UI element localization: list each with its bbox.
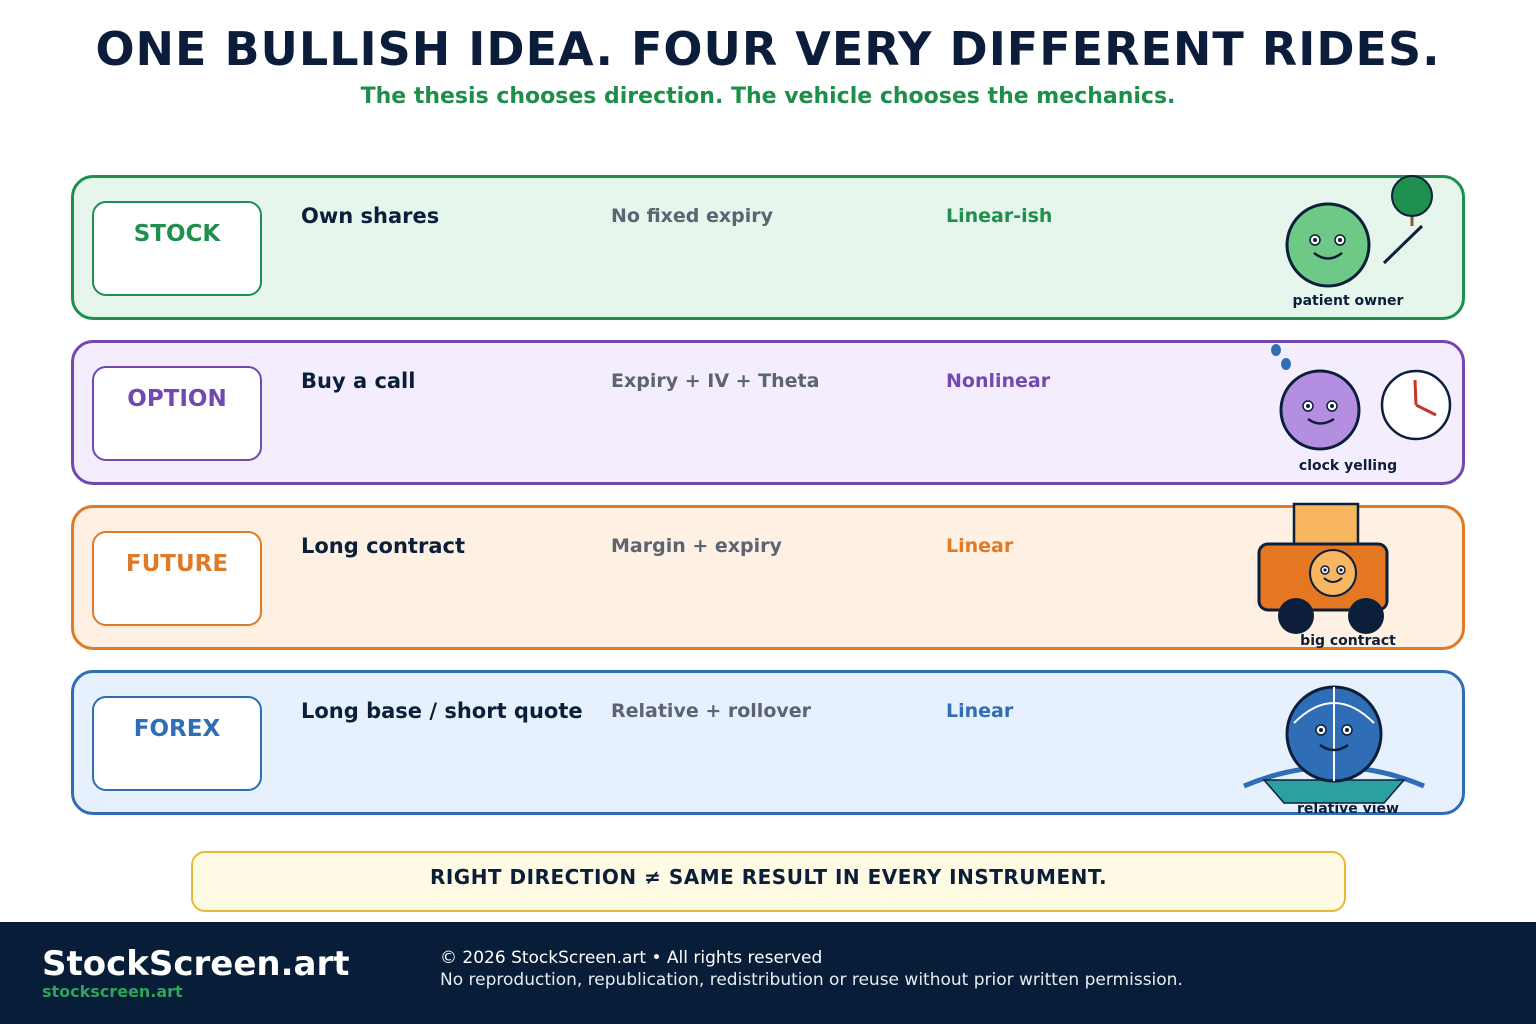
illustration-caption: clock yelling: [1298, 458, 1398, 474]
brand-logo-text: StockScreen.art: [42, 944, 350, 984]
instrument-row-stock: STOCK Own shares No fixed expiry Linear-…: [71, 175, 1465, 320]
payoff-text: Linear-ish: [946, 205, 1053, 227]
tree-icon: [1391, 175, 1433, 217]
patient-owner-illustration: [1285, 175, 1433, 288]
footer: StockScreen.art stockscreen.art © 2026 S…: [0, 922, 1536, 1024]
instrument-badge-option: OPTION: [92, 366, 262, 461]
clock-yelling-illustration: [1271, 344, 1452, 451]
payoff-text: Nonlinear: [946, 370, 1051, 392]
smiley-face-icon: [1279, 369, 1361, 451]
smiley-face-icon: [1309, 549, 1357, 597]
instrument-badge-stock: STOCK: [92, 201, 262, 296]
action-text: Long base / short quote: [301, 699, 583, 723]
payoff-text: Linear: [946, 700, 1014, 722]
brand-url: stockscreen.art: [42, 982, 183, 1001]
wheel-icon: [1348, 598, 1384, 634]
takeaway-callout: RIGHT DIRECTION ≠ SAME RESULT IN EVERY I…: [191, 851, 1346, 912]
page-title: ONE BULLISH IDEA. FOUR VERY DIFFERENT RI…: [95, 22, 1441, 76]
reuse-notice-text: No reproduction, republication, redistri…: [440, 970, 1183, 990]
sweat-drop-icon: [1281, 358, 1291, 370]
time-factor-text: Relative + rollover: [611, 700, 812, 722]
time-factor-text: Margin + expiry: [611, 535, 782, 557]
page-subtitle: The thesis chooses direction. The vehicl…: [360, 84, 1176, 109]
fishing-rod-icon: [1382, 224, 1424, 265]
action-text: Long contract: [301, 534, 465, 558]
instrument-row-forex: FOREX Long base / short quote Relative +…: [71, 670, 1465, 817]
instrument-row-option: OPTION Buy a call Expiry + IV + Theta No…: [71, 340, 1465, 485]
time-factor-text: Expiry + IV + Theta: [611, 370, 820, 392]
sweat-drop-icon: [1271, 344, 1281, 356]
instrument-row-future: FUTURE Long contract Margin + expiry Lin…: [71, 502, 1465, 650]
action-text: Buy a call: [301, 369, 416, 393]
instrument-badge-future: FUTURE: [92, 531, 262, 626]
payoff-text: Linear: [946, 535, 1014, 557]
time-factor-text: No fixed expiry: [611, 205, 774, 227]
relative-view-illustration: [1243, 685, 1425, 804]
instrument-badge-forex: FOREX: [92, 696, 262, 791]
big-contract-illustration: [1257, 502, 1389, 634]
illustration-caption: patient owner: [1292, 293, 1404, 309]
illustration-caption: relative view: [1297, 801, 1399, 817]
wheel-icon: [1278, 598, 1314, 634]
illustration-caption: big contract: [1300, 633, 1396, 649]
copyright-text: © 2026 StockScreen.art • All rights rese…: [440, 948, 823, 968]
boat-icon: [1262, 779, 1406, 804]
contract-box-icon: [1292, 502, 1360, 548]
smiley-face-icon: [1285, 202, 1371, 288]
action-text: Own shares: [301, 204, 440, 228]
